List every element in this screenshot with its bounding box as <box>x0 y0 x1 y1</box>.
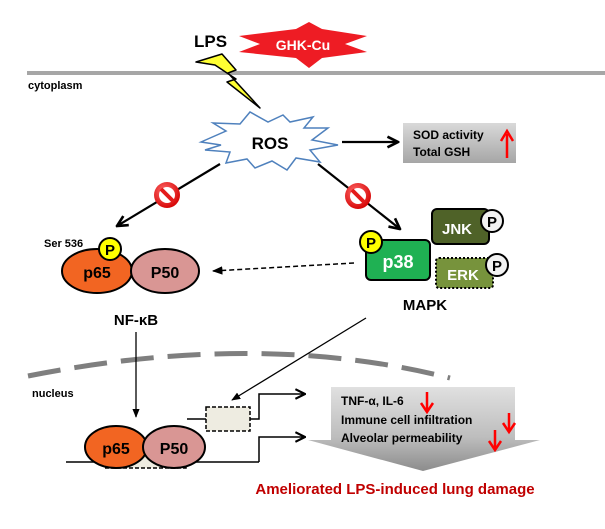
p65-label: p65 <box>83 265 111 282</box>
lps-label: LPS <box>194 32 227 51</box>
mapk-target-promoter <box>205 406 251 432</box>
upper-transcription-arrow <box>250 394 305 420</box>
red-down-arrow-icon <box>487 430 503 453</box>
jnk-label: JNK <box>442 221 472 238</box>
nuclear-p50-subunit <box>142 425 206 469</box>
mapk-label: MAPK <box>403 297 447 314</box>
ghk-cu-shape <box>239 22 367 68</box>
nuclear-membrane <box>27 351 451 381</box>
erk-phospho-badge <box>485 253 509 277</box>
prohibition-sign-icon <box>154 182 180 208</box>
p38-label: p38 <box>382 252 413 272</box>
lightning-bolt-icon <box>195 53 261 109</box>
cytoplasm-label: cytoplasm <box>28 80 83 92</box>
nuclear-p65-label: p65 <box>102 441 130 458</box>
antioxidant-box <box>403 123 516 163</box>
ros-label: ROS <box>252 134 289 153</box>
effects-arrow-shape <box>308 387 540 471</box>
prohibition-sign-icon <box>345 183 371 209</box>
sod-activity-label: SOD activity <box>413 128 484 142</box>
phospho-label: P <box>105 242 115 259</box>
mapk-to-promoter-arrow <box>231 317 367 401</box>
lower-transcription-arrow <box>258 437 305 462</box>
p38-box <box>365 239 431 281</box>
p38-phospho-label: P <box>366 235 376 252</box>
ros-burst-shape <box>198 111 339 171</box>
effect-tnf-il6: TNF-α, IL-6 <box>341 394 404 408</box>
jnk-phospho-badge <box>480 209 504 233</box>
red-down-arrow-icon <box>419 392 435 415</box>
nuclear-p50-label: P50 <box>160 441 189 458</box>
effect-alveolar-permeability: Alveolar permeability <box>341 431 463 445</box>
p50-label: P50 <box>151 265 180 282</box>
nucleus-label: nucleus <box>32 388 74 400</box>
ser536-label: Ser 536 <box>44 238 83 250</box>
red-down-arrow-icon <box>501 413 517 435</box>
total-gsh-label: Total GSH <box>413 145 470 159</box>
nfkb-label: NF-κB <box>114 312 158 329</box>
phospho-badge <box>98 237 122 261</box>
effect-immune-infiltration: Immune cell infiltration <box>341 413 472 427</box>
red-up-arrow-icon <box>499 128 515 158</box>
outcome-label: Ameliorated LPS-induced lung damage <box>255 481 534 498</box>
erk-phospho-label: P <box>492 258 502 275</box>
erk-box <box>435 257 494 289</box>
mapk-to-nfkb-dashed-arrow <box>211 262 355 275</box>
p38-phospho-badge <box>359 230 383 254</box>
p50-subunit <box>130 248 200 294</box>
ghk-cu-label: GHK-Cu <box>276 37 330 53</box>
jnk-phospho-label: P <box>487 214 497 231</box>
erk-label: ERK <box>447 267 479 284</box>
